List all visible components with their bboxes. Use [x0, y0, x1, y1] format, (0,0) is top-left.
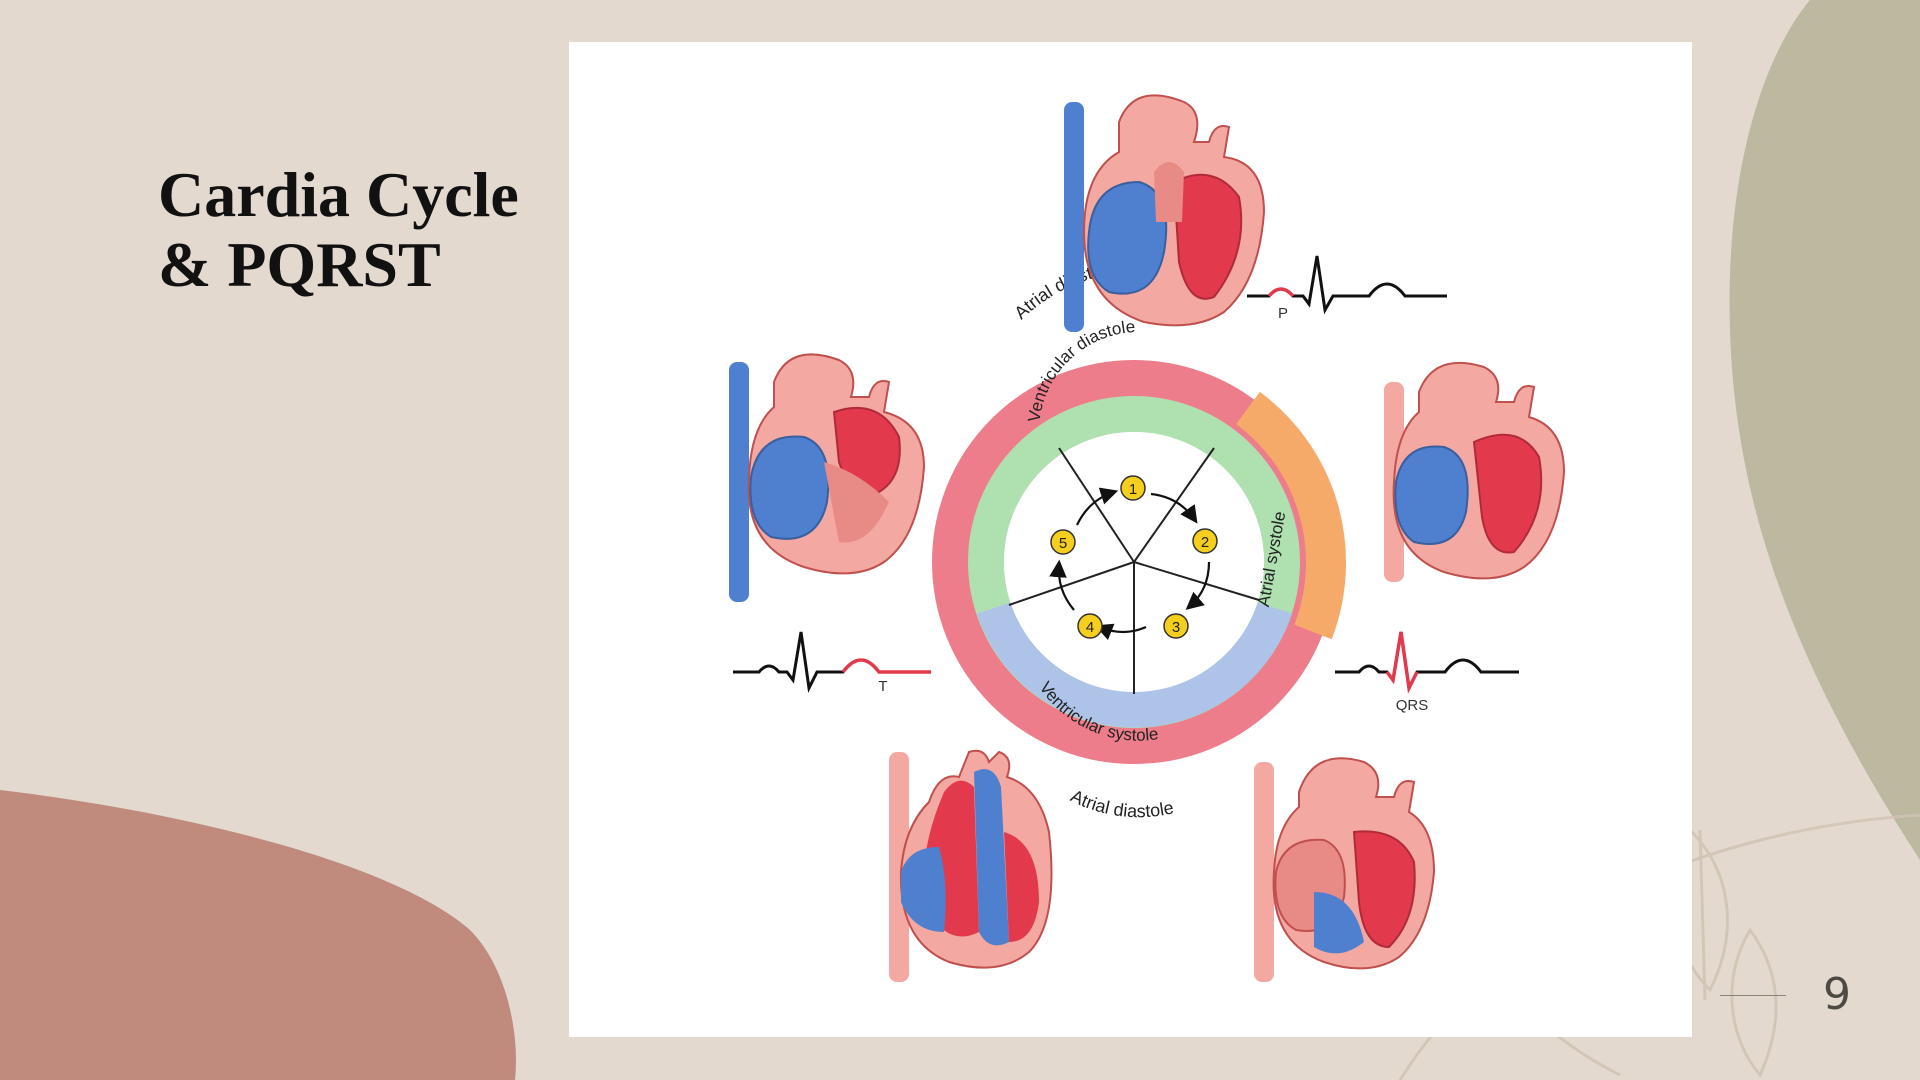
atrial-systole-arc — [1235, 391, 1346, 640]
stage-1-marker: 1 — [1120, 475, 1146, 501]
svg-text:1: 1 — [1129, 481, 1137, 498]
cycle-arrows — [1049, 487, 1211, 641]
p-wave-label: P — [1278, 305, 1288, 322]
title-line-2: & PQRST — [158, 229, 441, 300]
heart-stage-top — [1064, 94, 1266, 332]
heart-stage-bottom-left — [889, 749, 1053, 982]
slide-title: Cardia Cycle & PQRST — [158, 160, 519, 300]
diagram-panel: Atrial diastole Ventricular diastole Ven… — [569, 42, 1692, 1037]
ecg-p-wave: P — [1247, 255, 1447, 322]
ecg-qrs-wave: QRS — [1335, 631, 1519, 714]
title-line-1: Cardia Cycle — [158, 159, 519, 230]
page-number: 9 — [1823, 969, 1851, 1020]
cycle-spokes — [1008, 447, 1260, 694]
outer-bottom-label: Atrial diastole — [1068, 786, 1176, 822]
stage-markers: 1 2 3 4 5 — [1050, 475, 1218, 639]
stage-2-marker: 2 — [1192, 528, 1218, 554]
svg-text:3: 3 — [1172, 619, 1180, 636]
heart-stage-right — [1384, 361, 1566, 582]
stage-4-marker: 4 — [1077, 613, 1103, 639]
heart-stage-left — [729, 353, 926, 602]
qrs-label: QRS — [1396, 697, 1429, 714]
olive-blob-shape — [1729, 0, 1920, 860]
heart-stage-bottom-right — [1254, 757, 1436, 982]
cardiac-cycle-diagram: Atrial diastole Ventricular diastole Ven… — [729, 94, 1566, 982]
svg-text:4: 4 — [1086, 619, 1094, 636]
stage-3-marker: 3 — [1163, 613, 1189, 639]
t-wave-label: T — [878, 678, 887, 695]
ventricular-systole-arc — [976, 602, 1293, 728]
svg-text:2: 2 — [1201, 534, 1209, 551]
svg-text:5: 5 — [1059, 535, 1067, 552]
stage-5-marker: 5 — [1050, 529, 1076, 555]
page-number-rule — [1720, 995, 1786, 996]
brown-blob-shape — [0, 790, 516, 1080]
ecg-t-wave: T — [733, 631, 931, 695]
